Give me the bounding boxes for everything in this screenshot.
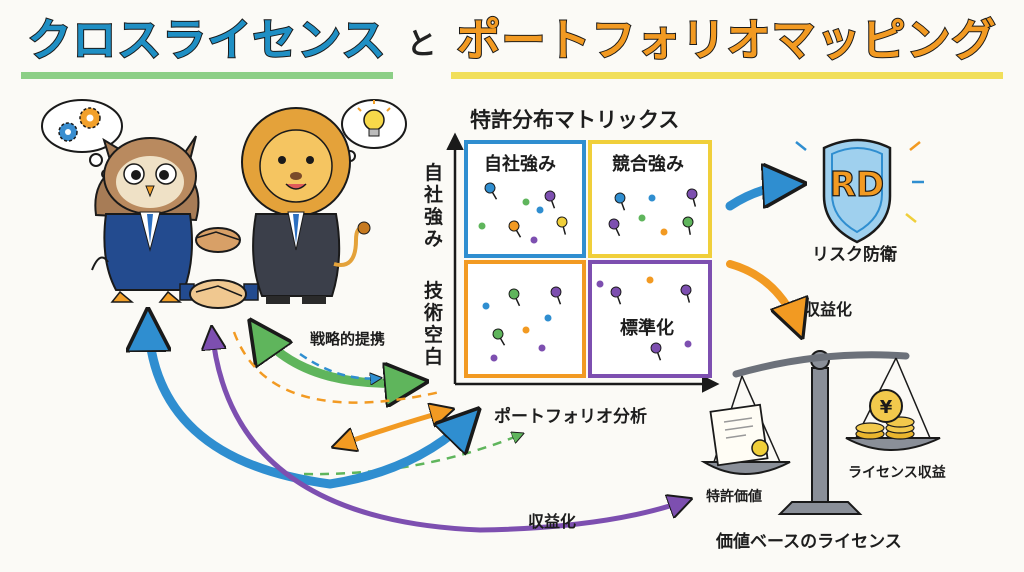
quadrant-label-bottom-right: 標準化: [620, 318, 674, 339]
monetization-label-right: 収益化: [804, 300, 853, 319]
yen-symbol: ¥: [880, 397, 893, 418]
pin-icon: [610, 286, 622, 305]
arrow-orange-double: [336, 410, 450, 446]
quadrant-label-top-right: 競合強み: [612, 154, 684, 175]
lightbulb-icon: [357, 100, 391, 137]
quadrant-bottom-left: [464, 260, 586, 378]
gear-icon: [58, 107, 101, 142]
handshake-bottom: [179, 279, 259, 309]
lion-businessman: [241, 107, 371, 304]
owl-businessman: [91, 135, 200, 303]
shield-letters: RD: [830, 165, 884, 205]
page-title: クロスライセンス と ポートフォリオマッピング: [0, 4, 1024, 79]
patent-value-label: 特許価値: [706, 489, 762, 505]
pin-icon: [508, 220, 522, 238]
pin-icon: [556, 216, 568, 235]
strategic-alliance-label: 戦略的提携: [310, 330, 386, 348]
pin-icon: [550, 286, 562, 305]
pin-icon: [680, 284, 692, 303]
arrow-matrix-to-scale: [726, 260, 800, 332]
title-portfolio-mapping: ポートフォリオマッピング: [450, 4, 1003, 79]
quadrant-label-top-left: 自社強み: [484, 154, 556, 175]
gear-thought-bubble: [41, 99, 123, 179]
arrow-matrix-to-shield: [725, 184, 798, 211]
y-axis-label-top: 自社強み: [424, 162, 444, 250]
pin-icon: [614, 192, 626, 211]
matrix-title: 特許分布マトリックス: [470, 108, 680, 132]
coin-stack-icon: ¥: [855, 389, 915, 440]
pin-icon: [544, 190, 556, 209]
risk-defense-label: リスク防衛: [812, 245, 897, 265]
pin-icon: [682, 216, 694, 235]
license-income-label: ライセンス収益: [848, 465, 946, 481]
value-based-license-label: 価値ベースのライセンス: [716, 532, 902, 552]
handshake-top: [195, 227, 241, 253]
monetization-label-bottom: 収益化: [528, 512, 577, 531]
certificate-icon: [709, 403, 769, 467]
pin-icon: [608, 218, 621, 237]
pin-icon: [484, 182, 498, 200]
title-cross-license: クロスライセンス: [21, 4, 393, 79]
x-axis-label: ポートフォリオ分析: [494, 407, 647, 427]
arrow-purple-long: [212, 330, 688, 533]
shield-icon: RD: [790, 138, 924, 244]
y-axis-label-bottom: 技術空白: [424, 280, 444, 368]
pin-icon: [508, 288, 521, 307]
pin-icon: [686, 188, 698, 207]
title-connector: と: [406, 27, 437, 62]
